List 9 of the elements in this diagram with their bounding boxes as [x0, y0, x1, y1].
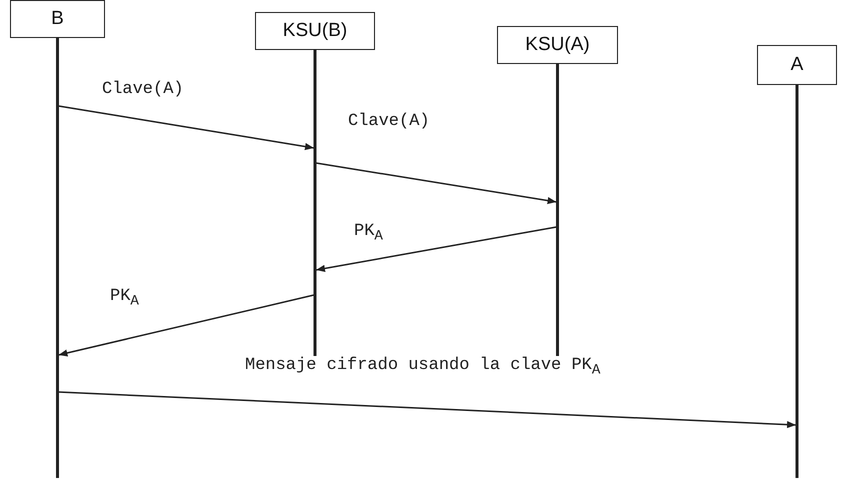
message-arrow — [58, 294, 314, 356]
participant-box: KSU(A) — [497, 26, 618, 64]
participant-box: KSU(B) — [255, 12, 375, 50]
message-arrow — [316, 226, 557, 272]
message-arrow — [58, 105, 314, 150]
participant-box: A — [757, 45, 837, 85]
participant-box: B — [10, 0, 105, 38]
message-arrow — [58, 391, 796, 428]
message-arrow — [316, 162, 557, 204]
